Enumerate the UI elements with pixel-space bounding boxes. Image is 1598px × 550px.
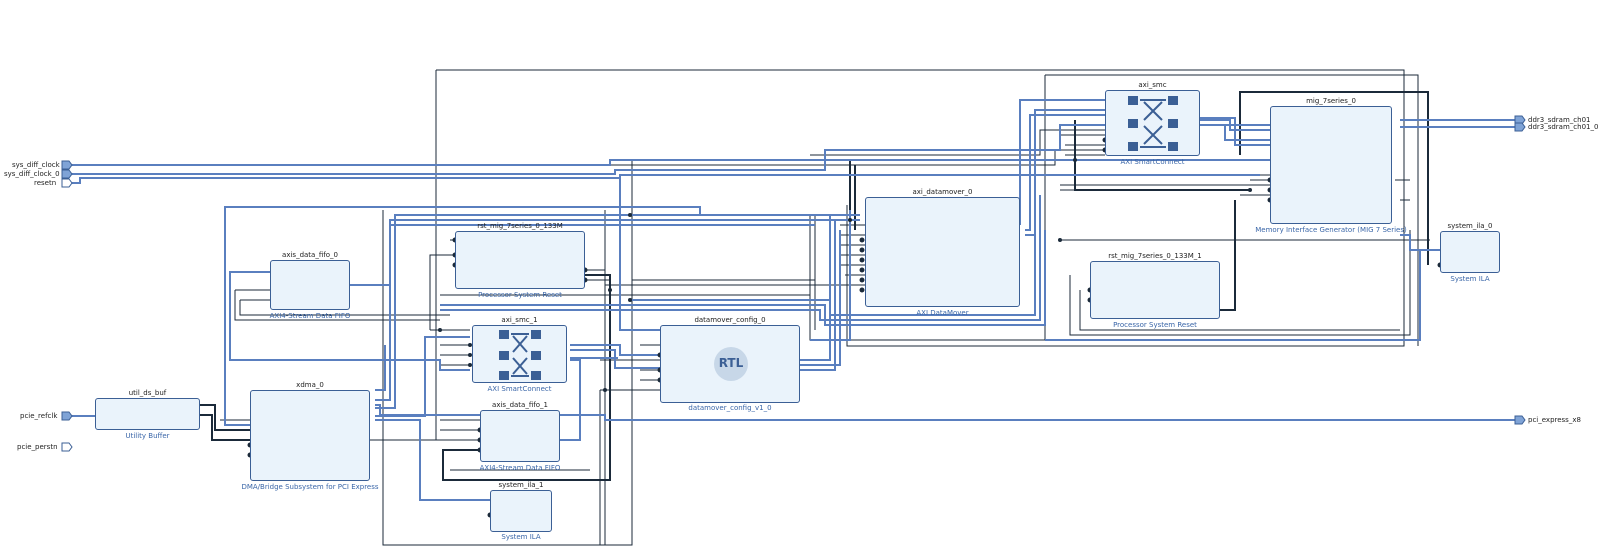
block-title-xdma-0: xdma_0 — [296, 381, 324, 389]
block-title-axi-datamover-0: axi_datamover_0 — [912, 188, 973, 196]
block-title-util-ds-buf: util_ds_buf — [128, 389, 167, 397]
block-title-system-ila-1: system_ila_1 — [498, 481, 544, 489]
port-pcie-refclk[interactable]: pcie_refclk — [20, 412, 58, 420]
block-sub-xdma-0: DMA/Bridge Subsystem for PCI Express — [241, 483, 379, 491]
port-pcie-perstn[interactable]: pcie_perstn — [17, 443, 58, 451]
block-axi-smc-1[interactable] — [472, 325, 567, 383]
smartconnect-icon — [1128, 96, 1178, 151]
port-sys-diff-clock-0[interactable]: sys_diff_clock_0 — [4, 170, 60, 178]
block-sub-axi-smc-1: AXI SmartConnect — [487, 385, 552, 393]
block-title-axis-data-fifo-1: axis_data_fifo_1 — [492, 401, 548, 409]
block-axis-data-fifo-0[interactable] — [270, 260, 350, 310]
block-title-rst-mig-133m-1: rst_mig_7series_0_133M_1 — [1108, 252, 1202, 260]
block-sub-axis-data-fifo-0: AXI4-Stream Data FIFO — [269, 312, 351, 320]
block-sub-datamover-config-0: datamover_config_v1_0 — [688, 404, 772, 412]
thick-wires — [200, 91, 1429, 481]
block-title-mig-7series-0: mig_7series_0 — [1306, 97, 1356, 105]
block-title-axi-smc: axi_smc — [1138, 81, 1167, 89]
block-sub-util-ds-buf: Utility Buffer — [125, 432, 170, 440]
port-ddr3-sdram-ch01-0[interactable]: ddr3_sdram_ch01_0 — [1528, 123, 1598, 131]
block-system-ila-0[interactable] — [1440, 231, 1500, 273]
block-util-ds-buf[interactable] — [95, 398, 200, 430]
port-arrows — [61, 115, 1526, 452]
block-rst-mig-133m[interactable] — [455, 231, 585, 289]
port-resetn[interactable]: resetn — [34, 179, 57, 187]
port-ddr3-sdram-ch01[interactable]: ddr3_sdram_ch01 — [1528, 116, 1591, 124]
net-wires — [220, 69, 1430, 546]
bus-wires — [70, 99, 1520, 501]
block-axi-datamover-0[interactable] — [865, 197, 1020, 307]
port-pci-express-x8[interactable]: pci_express_x8 — [1528, 416, 1581, 424]
block-system-ila-1[interactable] — [490, 490, 552, 532]
block-title-datamover-config-0: datamover_config_0 — [694, 316, 766, 324]
port-sys-diff-clock[interactable]: sys_diff_clock — [12, 161, 60, 169]
block-title-axi-smc-1: axi_smc_1 — [501, 316, 538, 324]
rtl-badge-icon — [714, 347, 748, 381]
block-sub-mig-7series-0: Memory Interface Generator (MIG 7 Series… — [1255, 226, 1407, 234]
block-sub-axi-datamover-0: AXI DataMover — [916, 309, 969, 317]
block-xdma-0[interactable] — [250, 390, 370, 481]
block-axi-smc[interactable] — [1105, 90, 1200, 156]
smartconnect-icon — [499, 330, 541, 380]
block-sub-rst-mig-133m: Processor System Reset — [478, 291, 562, 299]
block-rst-mig-133m-1[interactable] — [1090, 261, 1220, 319]
rtl-badge-label: RTL — [718, 356, 744, 370]
block-mig-7series-0[interactable] — [1270, 106, 1392, 224]
block-sub-rst-mig-133m-1: Processor System Reset — [1113, 321, 1197, 329]
block-title-axis-data-fifo-0: axis_data_fifo_0 — [282, 251, 338, 259]
block-axis-data-fifo-1[interactable] — [480, 410, 560, 462]
block-sub-system-ila-1: System ILA — [501, 533, 541, 541]
block-sub-axi-smc: AXI SmartConnect — [1120, 158, 1185, 166]
block-title-rst-mig-133m: rst_mig_7series_0_133M — [477, 222, 563, 230]
block-datamover-config-0[interactable]: RTL — [660, 325, 800, 403]
block-sub-system-ila-0: System ILA — [1450, 275, 1490, 283]
block-title-system-ila-0: system_ila_0 — [1447, 222, 1493, 230]
block-sub-axis-data-fifo-1: AXI4-Stream Data FIFO — [479, 464, 561, 472]
